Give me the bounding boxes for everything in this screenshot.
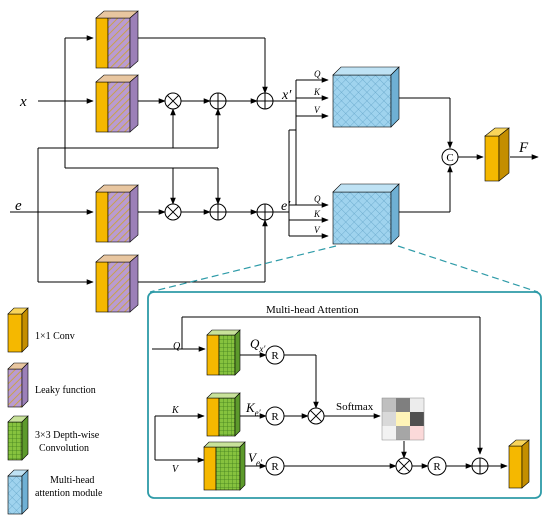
final-conv-block: [484, 127, 510, 182]
diagram-text: R: [271, 350, 279, 362]
top-v-label: V: [314, 105, 321, 115]
detail-v-label: V: [172, 464, 180, 475]
top-k-label: K: [313, 87, 321, 97]
multiply-op-e: [164, 203, 182, 221]
softmax-label: Softmax: [336, 401, 374, 413]
legend-attention-swatch: [7, 469, 29, 515]
multiply-op-x: [164, 92, 182, 110]
detail-wires: [152, 316, 508, 469]
legend-dw-label-1: 3×3 Depth-wise: [35, 430, 100, 441]
qx-label: Qx′: [250, 336, 266, 354]
legend-conv-label: 1×1 Conv: [35, 331, 75, 342]
input-x-label: x: [19, 94, 27, 110]
zoom-line-left: [149, 245, 337, 293]
attention-block-bottom: [332, 183, 400, 245]
legend-attention-label-1: Multi-head: [50, 475, 94, 486]
softmax-attention-map: [381, 397, 425, 441]
e-prime-label: e′: [281, 199, 291, 214]
concat-label: C: [446, 152, 453, 164]
legend-dw-label-2: Convolution: [39, 443, 89, 454]
conv-leaky-block-2: [95, 74, 139, 133]
zoom-line-right: [397, 245, 539, 293]
diagram-text: V: [248, 450, 258, 465]
detail-output-conv-block: [508, 439, 530, 489]
conv-leaky-block-1: [95, 10, 139, 69]
x-prime-label: x′: [281, 88, 292, 103]
reshape-op-q: R: [265, 345, 285, 365]
legend-leaky-swatch: [7, 362, 29, 408]
detail-k-label: K: [171, 405, 180, 416]
diagram-text: e′: [255, 408, 262, 418]
conv-leaky-block-4: [95, 254, 139, 313]
diagram-text: K: [245, 400, 256, 415]
diagram-text: x′: [258, 344, 266, 354]
detail-title: Multi-head Attention: [266, 304, 359, 316]
diagram-text: e′: [256, 458, 263, 468]
reshape-op-v: R: [265, 456, 285, 476]
dw-conv-block-v: [203, 441, 246, 491]
add-op-x-2: [256, 92, 274, 110]
legend: 1×1 Conv Leaky function 3×3 Depth-wise C…: [7, 307, 103, 515]
ve-label: Ve′: [248, 450, 263, 468]
concat-op: C: [441, 148, 459, 166]
diagram-text: Q: [250, 336, 260, 351]
attention-block-top: [332, 66, 400, 128]
top-q-label: Q: [314, 69, 321, 79]
detail-q-label: Q: [173, 341, 181, 352]
legend-attention-label-2: attention module: [35, 488, 103, 499]
ke-label: Ke′: [245, 400, 262, 418]
detail-multiply-op-qk: [307, 407, 325, 425]
add-op-x-1: [209, 92, 227, 110]
input-e-label: e: [15, 198, 22, 214]
reshape-op-k: R: [265, 406, 285, 426]
legend-conv-swatch: [7, 307, 29, 353]
bottom-q-label: Q: [314, 194, 321, 204]
diagram-text: R: [271, 411, 279, 423]
diagram-text: R: [433, 461, 441, 473]
detail-frame: [147, 291, 542, 499]
add-op-e-2: [256, 203, 274, 221]
dw-conv-block-q: [206, 329, 241, 376]
detail-add-op: [471, 457, 489, 475]
conv-leaky-block-3: [95, 184, 139, 243]
dw-conv-block-k: [206, 392, 241, 437]
bottom-v-label: V: [314, 225, 321, 235]
legend-leaky-label: Leaky function: [35, 385, 96, 396]
bottom-k-label: K: [313, 209, 321, 219]
legend-dw-swatch: [7, 415, 29, 461]
output-f-label: F: [518, 140, 529, 156]
add-op-e-1: [209, 203, 227, 221]
main-wires: [10, 35, 539, 285]
detail-multiply-op-v: [395, 457, 413, 475]
diagram-text: R: [271, 461, 279, 473]
reshape-op-out: R: [427, 456, 447, 476]
